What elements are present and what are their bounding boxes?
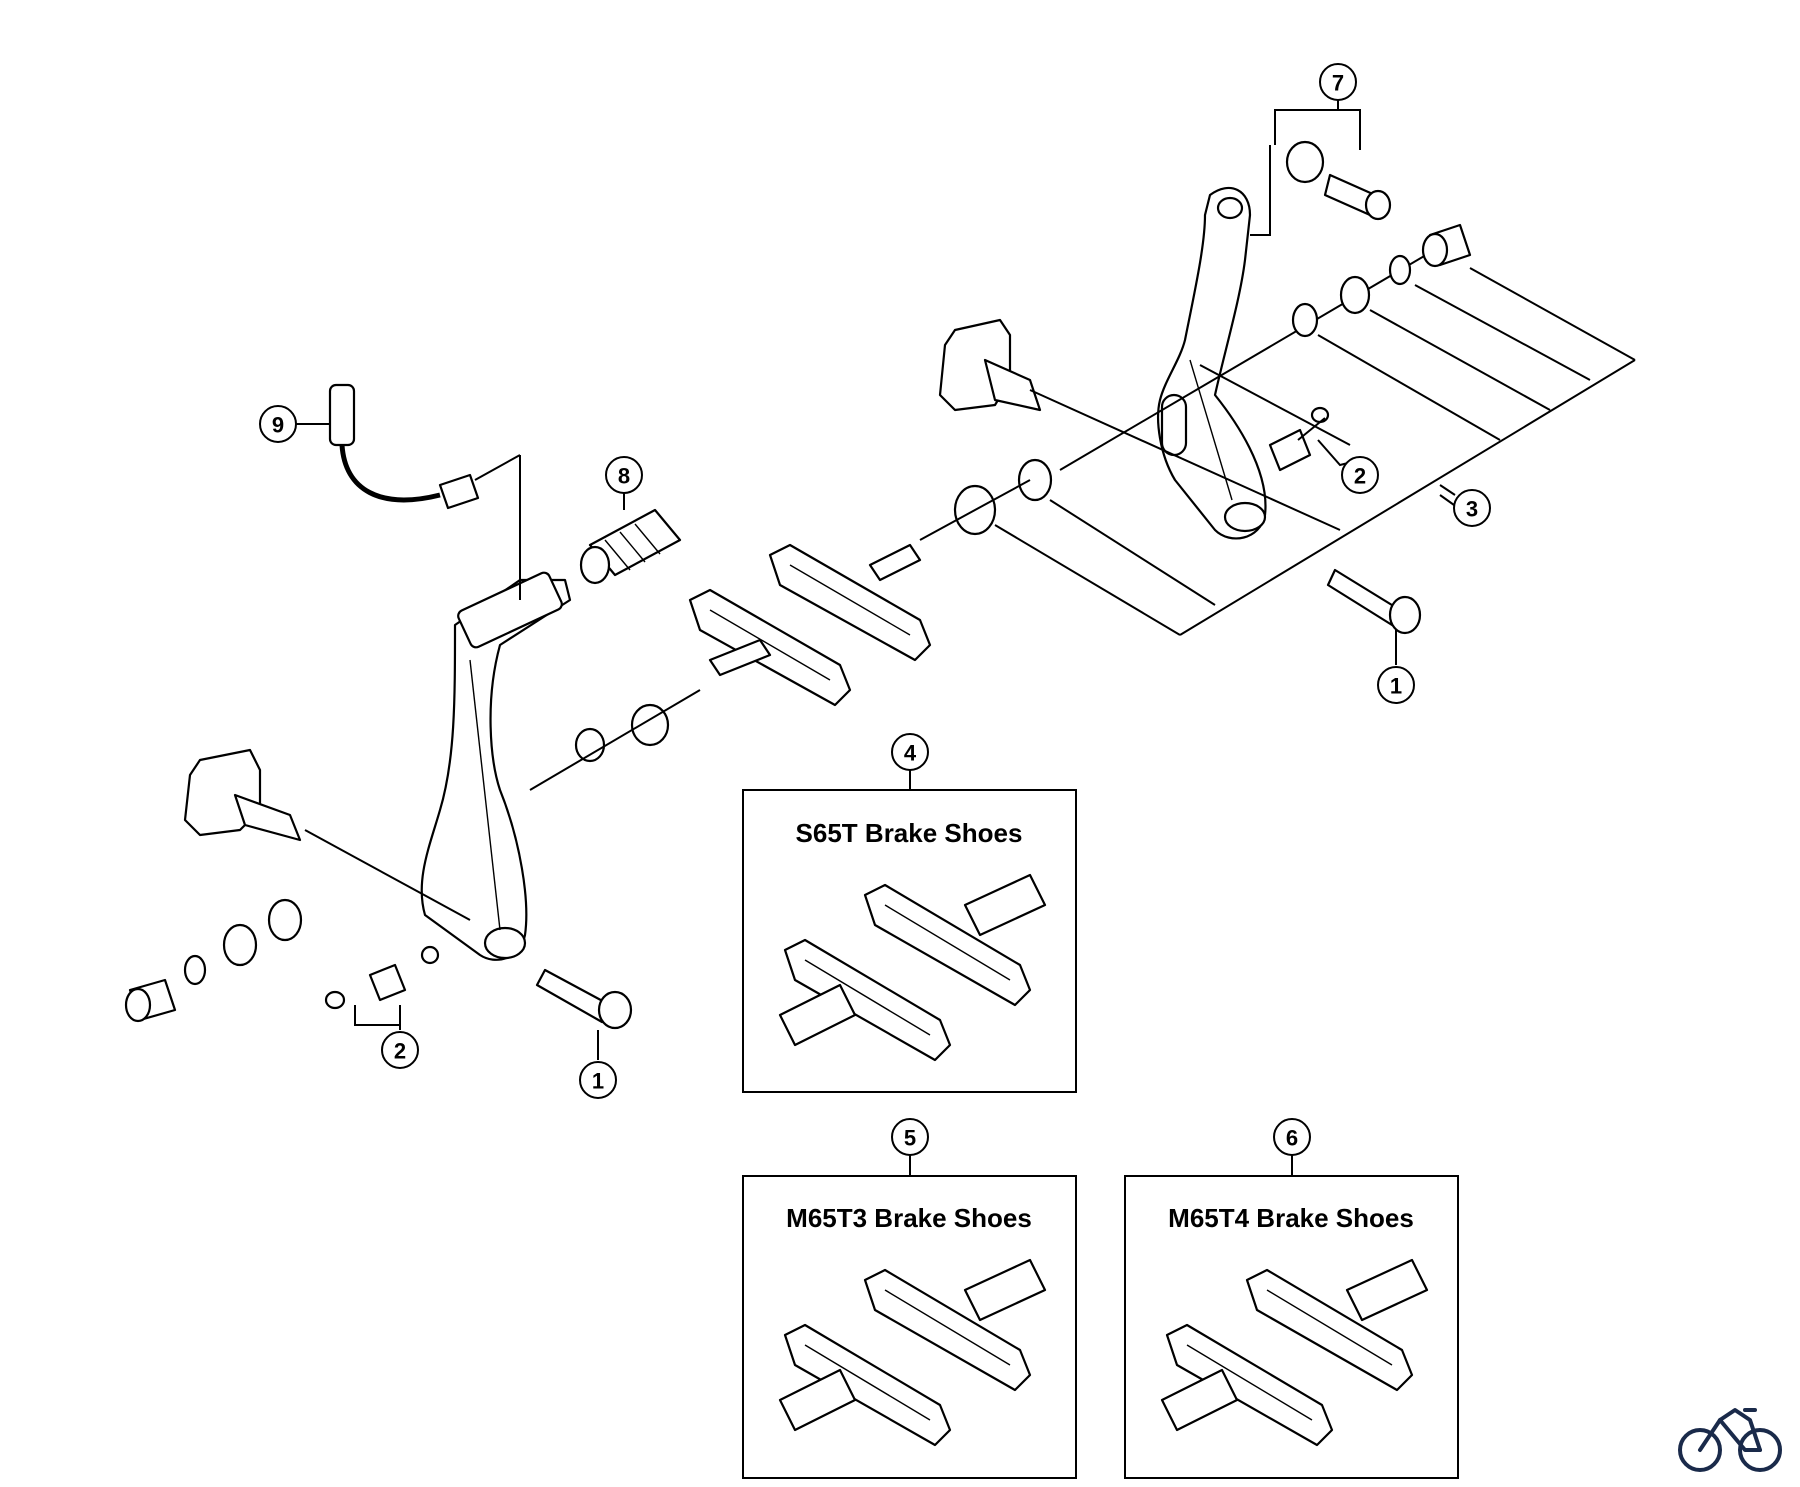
shoe-washer-b [574,727,606,763]
left-bushing [267,898,303,942]
callout-3-leader-lines [994,267,1636,636]
svg-text:2: 2 [394,1039,406,1064]
callout-2-left: 2 [381,1031,419,1069]
box-m65t3: M65T3 Brake Shoes [742,1175,1077,1479]
shoe-lower [688,588,852,707]
box-s65t: S65T Brake Shoes [742,789,1077,1093]
callout-1-right: 1 [1377,666,1415,704]
svg-text:9: 9 [272,413,284,438]
right-bushing [1339,275,1371,315]
right-spacer-1 [1017,458,1053,502]
right-arm-pivot-hole [1223,501,1267,533]
right-brake-arm-assembly [938,95,1636,665]
lead-pipe-boot [579,508,682,585]
fixing-bolt-group [1250,95,1392,236]
left-pivot-bolt [535,968,633,1030]
right-boss-post [983,358,1042,412]
svg-text:3: 3 [1466,497,1478,522]
svg-text:1: 1 [592,1069,604,1094]
svg-text:6: 6 [1286,1126,1298,1151]
left-arm-pivot-hole [483,926,527,960]
callout-2-right: 2 [1341,456,1379,494]
left-brake-arm-assembly [124,383,682,1060]
left-boss-post [233,793,302,842]
right-brake-arm [1157,186,1267,540]
callout-3: 3 [1453,489,1491,527]
left-cable-anchor [457,571,563,649]
svg-text:4: 4 [904,741,917,766]
bicycle-icon [1678,1408,1782,1472]
callout-4: 4 [891,733,929,790]
svg-text:8: 8 [618,464,630,489]
box-s65t-title: S65T Brake Shoes [796,818,1023,848]
callout-5: 5 [891,1118,929,1176]
svg-text:5: 5 [904,1126,916,1151]
lead-pipe [296,383,521,600]
left-washer-2 [183,954,207,986]
box-m65t4: M65T4 Brake Shoes [1124,1175,1459,1479]
right-arm-top-hole [1216,196,1244,220]
svg-text:2: 2 [1354,464,1366,489]
shoe-top-stud [868,543,922,582]
left-washer-1 [222,923,258,967]
right-washer-1 [1291,302,1319,338]
callout-7: 7 [1319,63,1357,101]
shoe-top [768,543,932,662]
callout-9: 9 [259,405,297,443]
right-washer-2 [1388,254,1412,286]
s65t-shoe-illustration [778,873,1047,1062]
right-spring-screw [1268,406,1361,472]
svg-text:1: 1 [1390,674,1402,699]
box-m65t3-title: M65T3 Brake Shoes [786,1203,1032,1233]
right-pivot-bolt [1326,568,1422,635]
m65t3-shoe-illustration [778,1258,1047,1447]
callout-6: 6 [1273,1118,1311,1176]
m65t4-shoe-illustration [1160,1258,1429,1447]
shoe-lower-stud [708,638,772,677]
callout-1-left: 1 [579,1061,617,1099]
callout-8: 8 [605,456,643,494]
center-brake-shoes [529,479,1031,791]
box-m65t4-title: M65T4 Brake Shoes [1168,1203,1414,1233]
svg-text:7: 7 [1332,71,1344,96]
left-spring-screw [324,963,407,1030]
